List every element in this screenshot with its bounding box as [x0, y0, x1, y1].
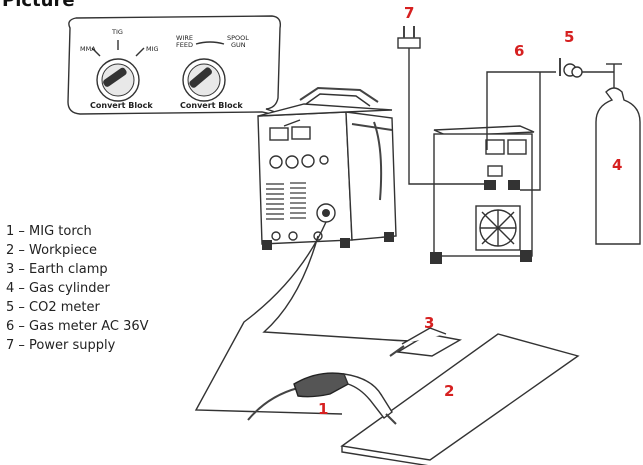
legend-item-gas-cylinder: 4 – Gas cylinder: [6, 281, 110, 296]
callout-4: 4: [612, 156, 622, 174]
legend-list: 1 – MIG torch 2 – Workpiece 3 – Earth cl…: [6, 222, 149, 355]
legend-item-power-supply: 7 – Power supply: [6, 338, 116, 353]
gas-cylinder-icon: [595, 87, 641, 245]
zoom-panel: TIG MMA MIG Convert Block WIRE FEED SPOO…: [67, 15, 301, 121]
knob-label-wire: WIRE: [176, 34, 193, 42]
mode-selector-knob-icon: [91, 40, 145, 102]
earth-cable: [262, 235, 441, 342]
knob-label-mma: MMA: [80, 45, 96, 53]
legend-item-torch: 1 – MIG torch: [6, 224, 92, 239]
legend-item-workpiece: 2 – Workpiece: [6, 243, 97, 258]
callout-7: 7: [404, 4, 414, 22]
knob-label-convert-block-left: Convert Block: [90, 101, 153, 110]
knob-label-convert-block-right: Convert Block: [180, 101, 243, 110]
knob-label-tig: TIG: [111, 28, 123, 36]
legend-item-co2-meter: 5 – CO2 meter: [6, 300, 100, 315]
legend-item-gas-meter: 6 – Gas meter AC 36V: [6, 319, 149, 334]
knob-label-mig: MIG: [146, 45, 159, 53]
wire-feed-selector-knob-icon: [182, 41, 226, 102]
knob-label-spool: SPOOL: [227, 34, 249, 42]
legend-item-earth-clamp: 3 – Earth clamp: [6, 262, 108, 277]
knob-label-gun: GUN: [231, 41, 246, 49]
earth-clamp-icon: [389, 327, 463, 357]
welder-rear-icon: [430, 125, 535, 264]
callout-6: 6: [514, 42, 524, 60]
knob-label-feed: FEED: [176, 41, 193, 49]
callout-1: 1: [318, 400, 328, 418]
power-plug-icon: [397, 26, 490, 185]
callout-5: 5: [564, 28, 574, 46]
page-heading: Picture: [2, 0, 75, 11]
mig-torch-icon: [247, 372, 397, 425]
callout-2: 2: [444, 382, 454, 400]
workpiece-plate-icon: [340, 333, 580, 465]
callout-3: 3: [424, 314, 434, 332]
regulator-icon: [559, 58, 622, 92]
welder-machine-icon: [257, 86, 397, 250]
gas-meter-cable: [486, 71, 556, 191]
fan-grille-icon: [475, 205, 521, 251]
